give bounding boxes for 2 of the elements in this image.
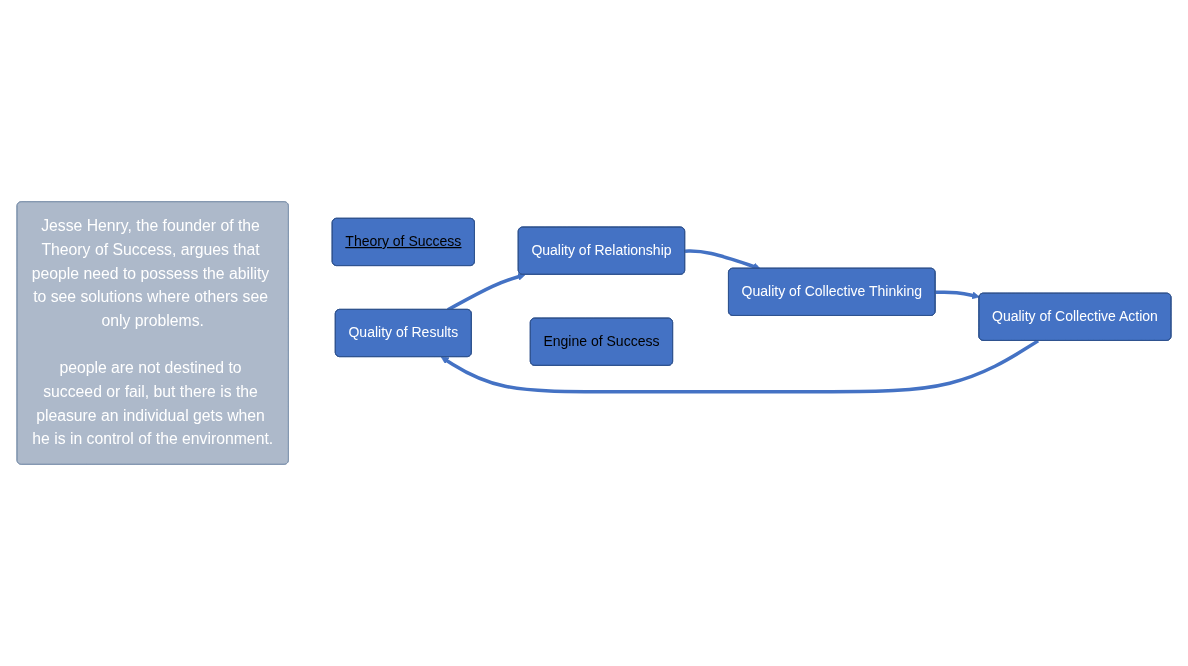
arrow [440,339,1040,394]
arrow [935,290,980,300]
